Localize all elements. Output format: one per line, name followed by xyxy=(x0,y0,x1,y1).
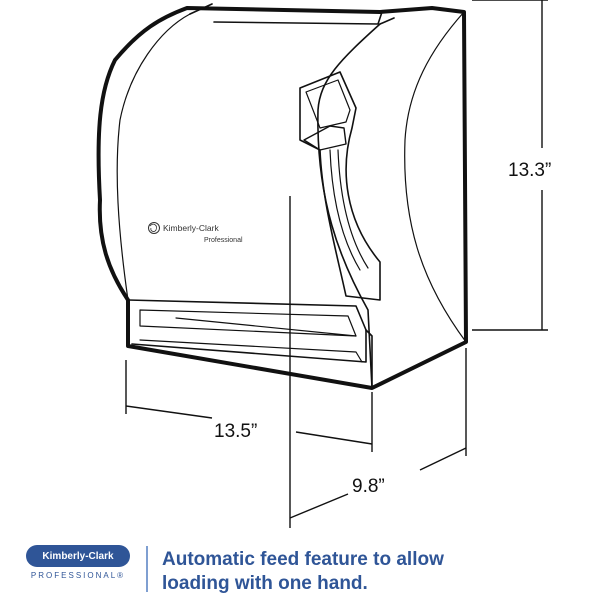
lever-handle xyxy=(303,125,347,151)
footer-divider xyxy=(146,546,148,592)
height-dimension xyxy=(472,0,548,331)
width-dimension xyxy=(125,360,373,452)
logo-badge: Kimberly-Clark xyxy=(26,545,130,567)
product-dimension-drawing: Kimberly-Clark Professional 13.3” 13.5” … xyxy=(96,0,551,528)
kc-swirl-icon xyxy=(148,222,160,234)
dispenser-body xyxy=(96,6,468,390)
height-label: 13.3” xyxy=(508,160,551,181)
feature-caption: Automatic feed feature to allow loading … xyxy=(162,548,582,596)
product-brand-sub: Professional xyxy=(204,237,243,244)
width-label: 13.5” xyxy=(214,421,257,442)
caption-line-2: loading with one hand. xyxy=(162,573,368,594)
dispenser-outline xyxy=(96,3,468,390)
logo-subtitle: PROFESSIONAL® xyxy=(30,571,126,580)
depth-label: 9.8” xyxy=(352,476,385,497)
product-brand-name: Kimberly-Clark xyxy=(163,223,219,233)
lever-housing xyxy=(299,71,381,301)
caption-line-1: Automatic feed feature to allow xyxy=(162,549,444,570)
footer-logo: Kimberly-Clark PROFESSIONAL® xyxy=(26,545,130,583)
depth-dimension xyxy=(289,196,467,528)
product-logo: Kimberly-Clark Professional xyxy=(148,222,243,244)
